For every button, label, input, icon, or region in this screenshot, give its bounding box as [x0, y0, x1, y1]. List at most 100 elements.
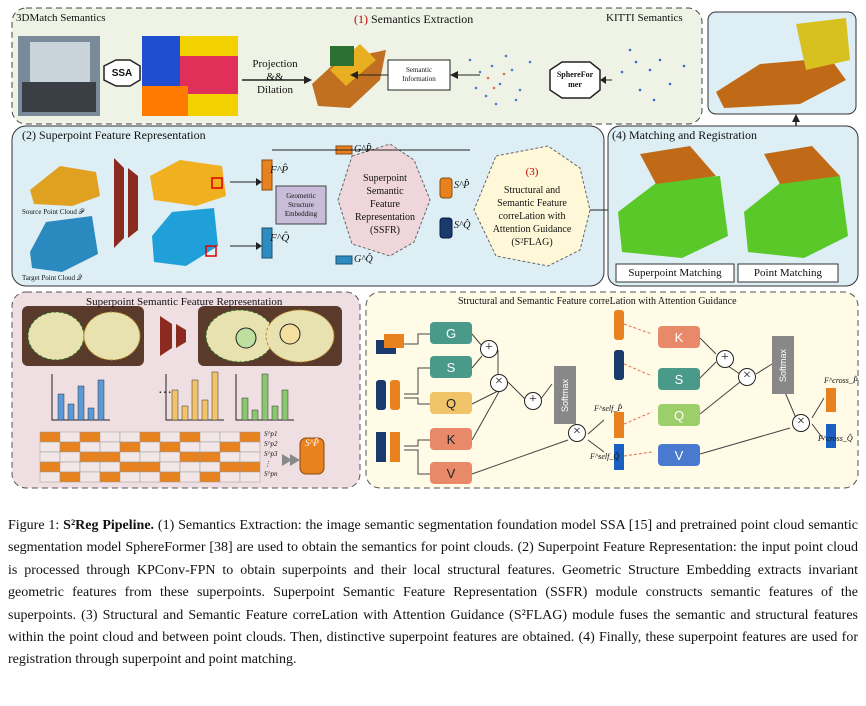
add-op-1: + [480, 340, 498, 358]
grid-cell [159, 431, 181, 443]
ssfr-row-label: ⋮ [264, 460, 271, 468]
grid-cell [239, 461, 261, 473]
grid-cell [59, 471, 81, 483]
histograms [51, 371, 294, 421]
grid-cell [119, 441, 141, 453]
ssfr-row-label: S^p3 [264, 450, 278, 458]
hist-bar [261, 373, 269, 421]
hist-bar [271, 405, 279, 421]
grid-cell [99, 471, 121, 483]
grid-cell [159, 441, 181, 453]
grid-cell [199, 471, 221, 483]
grid-cell [79, 471, 101, 483]
grid-cell [159, 461, 181, 473]
kitti-label: KITTI Semantics [606, 12, 683, 24]
grid-cell [59, 441, 81, 453]
grid-cell [59, 451, 81, 463]
grid-cell [199, 431, 221, 443]
gp-label: G^P̂ [354, 144, 372, 155]
hist-bar [281, 389, 289, 421]
3dmatch-label: 3DMatch Semantics [16, 12, 106, 24]
grid-cell [139, 441, 161, 453]
f-cross-q: F^cross_Q̂ [818, 434, 853, 443]
ssfr-detail-title: Superpoint Semantic Feature Representati… [86, 296, 283, 308]
hist-bar [171, 389, 179, 421]
grid-cell [99, 451, 121, 463]
grid-cell [219, 451, 241, 463]
panel3-num: (3) [525, 166, 539, 178]
hist-bar [97, 379, 105, 421]
softmax-left: Softmax [554, 366, 576, 424]
grid-cell [179, 451, 201, 463]
mul-op-2: × [568, 424, 586, 442]
hist-bar [191, 379, 199, 421]
grid-cell [99, 431, 121, 443]
source-pc-label: Source Point Cloud 𝒫 [22, 208, 84, 216]
grid-cell [139, 451, 161, 463]
figure: 3DMatch Semantics KITTI Semantics (1) Se… [11, 7, 859, 489]
left-module-q: Q [430, 392, 472, 414]
grid-cell [139, 461, 161, 473]
grid-cell [199, 461, 221, 473]
hist-bar [241, 397, 249, 421]
right-module-k: K [658, 326, 700, 348]
grid-cell [39, 461, 61, 473]
superpoint-matching-label: Superpoint Matching [628, 267, 722, 279]
mul-op-3: × [738, 368, 756, 386]
grid-cell [239, 431, 261, 443]
grid-cell [119, 471, 141, 483]
add-op-3: + [716, 350, 734, 368]
softmax-right: Softmax [772, 336, 794, 394]
gq-label: G^Q̂ [354, 254, 373, 265]
panel4-title: (4) Matching and Registration [612, 128, 757, 142]
projection-label: Projection && Dilation [252, 57, 298, 96]
semantic-grid [39, 431, 261, 483]
sphereformer-box: SphereFor mer [556, 70, 594, 89]
grid-cell [179, 461, 201, 473]
hist-bar [211, 371, 219, 421]
dots-label: ··· [158, 386, 172, 401]
grid-cell [239, 451, 261, 463]
hist-bar [201, 399, 209, 421]
grid-cell [179, 441, 201, 453]
grid-cell [139, 431, 161, 443]
grid-cell [79, 431, 101, 443]
right-module-s: S [658, 368, 700, 390]
hist-bar [67, 403, 75, 421]
hist-bar [57, 393, 65, 421]
fp-label: F^P̂ [270, 164, 289, 176]
caption-text: (1) Semantics Extraction: the image sema… [8, 518, 858, 668]
grid-cell [119, 431, 141, 443]
fq-label: F^Q̂ [270, 232, 290, 244]
left-module-s: S [430, 356, 472, 378]
grid-cell [39, 471, 61, 483]
grid-cell [239, 441, 261, 453]
f-self-p: F^self_P̂ [594, 404, 623, 413]
f-cross-p: F^cross_P̂ [824, 376, 858, 385]
flag-box: Structural and Semantic Feature correLat… [492, 184, 572, 248]
grid-cell [179, 431, 201, 443]
grid-cell [119, 451, 141, 463]
ssa-box: SSA [111, 67, 133, 79]
semantic-info-box: Semantic Information [402, 66, 436, 83]
f-self-q: F^self_Q̂ [590, 452, 620, 461]
right-module-q: Q [658, 404, 700, 426]
panel1-title: (1) Semantics Extraction [354, 12, 473, 27]
hist-bar [77, 385, 85, 421]
left-module-g: G [430, 322, 472, 344]
ssfr-row-label: S^p1 [264, 430, 278, 438]
grid-cell [39, 441, 61, 453]
panel2-title: (2) Superpoint Feature Representation [22, 128, 206, 142]
grid-cell [59, 431, 81, 443]
grid-cell [159, 471, 181, 483]
sq-label: S^Q̂ [454, 220, 471, 231]
hist-bar [251, 409, 259, 421]
flag-detail-title: Structural and Semantic Feature correLat… [458, 296, 737, 307]
grid-cell [79, 451, 101, 463]
grid-cell [199, 441, 221, 453]
grid-cell [99, 461, 121, 473]
grid-cell [119, 461, 141, 473]
hist-bar [181, 405, 189, 421]
caption-name: S²Reg Pipeline. [63, 518, 155, 533]
mul-op-1: × [490, 374, 508, 392]
